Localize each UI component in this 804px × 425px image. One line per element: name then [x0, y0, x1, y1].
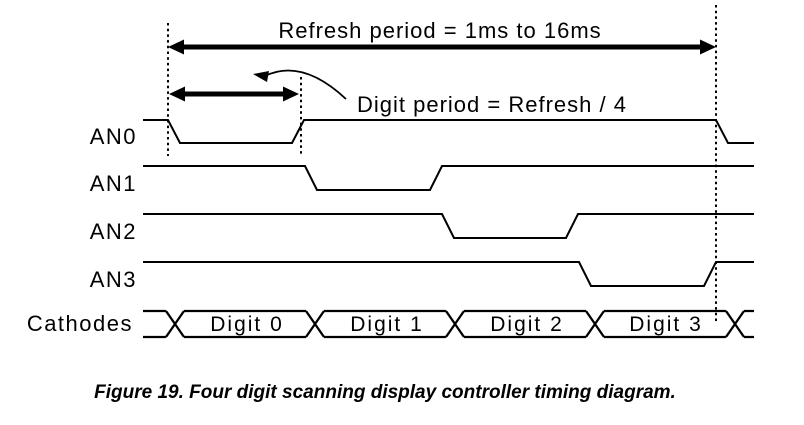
an1-label: AN1	[90, 171, 137, 196]
digit-period-pointer-arrow	[264, 69, 347, 100]
digit-period-label: Digit period = Refresh / 4	[357, 92, 627, 117]
arrowhead-right-icon	[700, 39, 716, 55]
cathodes-bus-crossovers	[165, 310, 745, 338]
pointer-arrowhead-icon	[253, 71, 269, 82]
an2-label: AN2	[90, 219, 137, 244]
an3-label: AN3	[90, 267, 137, 292]
figure-caption: Figure 19. Four digit scanning display c…	[94, 382, 676, 403]
signal-row-an3: AN3	[90, 261, 754, 292]
bus-segment-digit1: Digit 1	[350, 313, 424, 336]
refresh-period-label: Refresh period = 1ms to 16ms	[278, 18, 601, 43]
arrowhead-left-icon	[169, 86, 185, 102]
cathodes-bus-rails	[143, 309, 754, 339]
arrowhead-right-icon	[283, 86, 299, 102]
an0-waveform	[143, 119, 754, 144]
an2-waveform	[143, 213, 754, 239]
signal-row-an2: AN2	[90, 213, 754, 244]
an0-label: AN0	[90, 124, 137, 149]
arrowhead-left-icon	[168, 39, 184, 55]
an3-waveform	[143, 261, 754, 287]
cathodes-bus-row: Cathodes Digit 0 Digit 1 Digit 2 Digit 3	[27, 309, 754, 339]
an1-waveform	[143, 165, 754, 191]
refresh-period-annotation: Refresh period = 1ms to 16ms	[168, 18, 716, 55]
bus-segment-digit0: Digit 0	[210, 313, 284, 336]
digit-period-annotation: Digit period = Refresh / 4	[169, 69, 627, 117]
bus-segment-digit2: Digit 2	[490, 313, 564, 336]
bus-segment-digit3: Digit 3	[629, 313, 703, 336]
signal-row-an1: AN1	[90, 165, 754, 196]
signal-row-an0: AN0	[90, 119, 754, 149]
cathodes-label: Cathodes	[27, 311, 133, 336]
